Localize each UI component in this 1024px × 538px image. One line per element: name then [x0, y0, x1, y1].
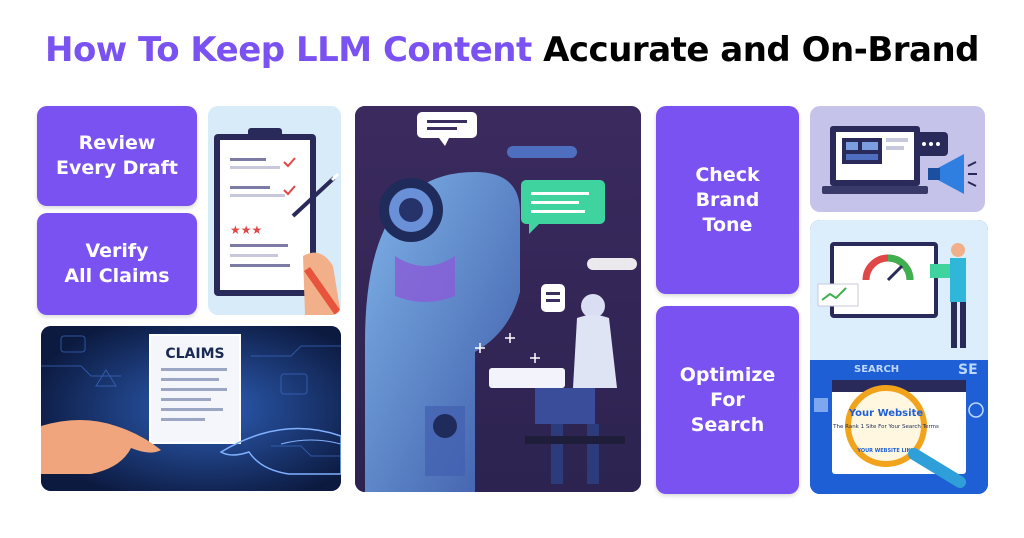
ai-robot-illustration	[355, 106, 641, 492]
search-tag: SEARCH	[854, 364, 899, 375]
verify-all-claims-card: Verify All Claims	[37, 213, 197, 315]
review-card-label: Review Every Draft	[56, 132, 178, 179]
verify-card-label: Verify All Claims	[64, 240, 170, 287]
page-title: How To Keep LLM Content Accurate and On-…	[0, 30, 1024, 70]
optimize-for-search-card: Optimize For Search	[656, 306, 799, 494]
svg-text:★★★: ★★★	[230, 223, 262, 237]
title-accent-part: How To Keep LLM Content	[44, 30, 532, 70]
website-url: YOUR WEBSITE LINK	[856, 448, 915, 454]
claims-handshake-illustration: CLAIMS	[41, 326, 341, 491]
clipboard-illustration: ★★★	[208, 106, 341, 315]
laptop-megaphone-illustration	[810, 106, 985, 212]
review-every-draft-card: Review Every Draft	[37, 106, 197, 206]
claims-document-title: CLAIMS	[165, 346, 224, 362]
check-brand-tone-card: Check Brand Tone	[656, 106, 799, 294]
website-heading: Your Website	[848, 408, 924, 419]
website-tagline: The Rank 1 Site For Your Search Terms	[832, 424, 939, 430]
seo-tag: SE	[958, 362, 978, 378]
title-dark-part: Accurate and On-Brand	[543, 30, 979, 70]
search-card-label: Optimize For Search	[679, 363, 776, 436]
brand-card-label: Check Brand Tone	[695, 163, 760, 236]
seo-search-illustration: SEARCH SE Your Website The Rank 1 Site F…	[810, 220, 988, 494]
